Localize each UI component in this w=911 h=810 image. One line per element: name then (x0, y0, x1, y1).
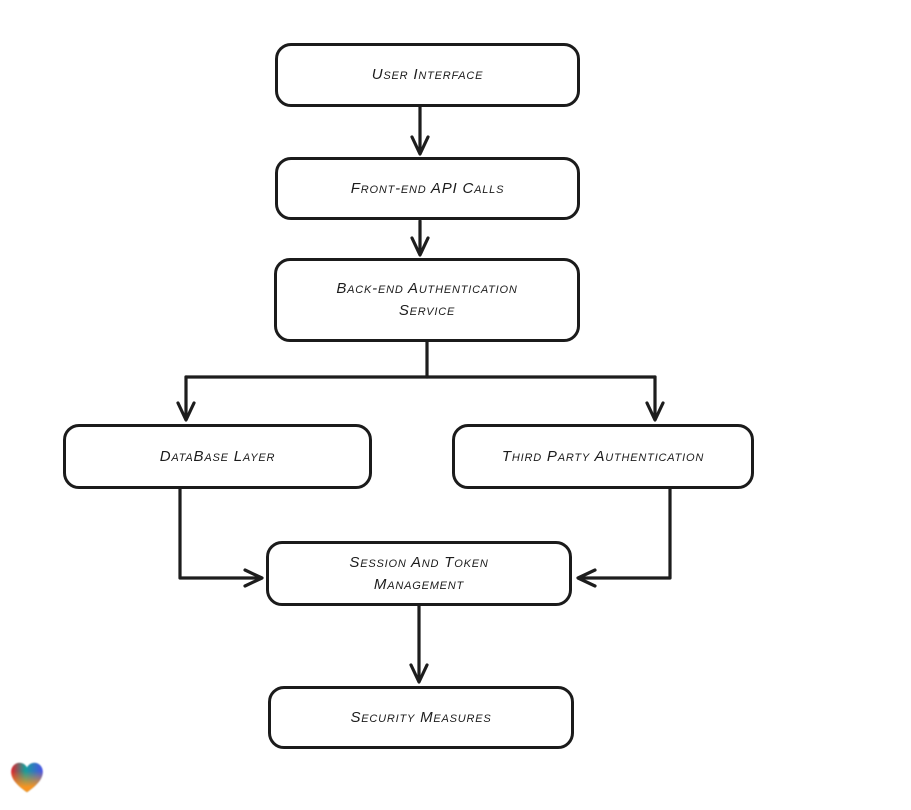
node-third-party-auth: Third Party Authentication (452, 424, 754, 489)
node-front-end-api-calls-label: Front-end API Calls (350, 179, 505, 197)
edge-front-end-api-calls-to-back-end-auth-service (410, 219, 430, 257)
node-session-token-mgmt-label: Session And Token Management (349, 553, 489, 593)
node-session-token-mgmt: Session And Token Management (266, 541, 572, 606)
node-back-end-auth-service: Back-end Authentication Service (274, 258, 580, 342)
node-security-measures-label: Security Measures (350, 708, 492, 726)
edge-session-token-mgmt-to-security-measures (409, 604, 429, 684)
edge-database-layer-to-session-token-mgmt (178, 487, 264, 588)
node-back-end-auth-service-label: Back-end Authentication Service (336, 280, 518, 319)
edge-third-party-auth-to-session-token-mgmt (576, 486, 672, 588)
node-front-end-api-calls: Front-end API Calls (275, 157, 580, 220)
edge-user-interface-to-front-end-api-calls (410, 105, 430, 156)
node-security-measures: Security Measures (268, 686, 574, 749)
node-user-interface-label: User Interface (371, 66, 484, 83)
node-third-party-auth-label: Third Party Authentication (501, 447, 705, 465)
node-database-layer: DataBase Layer (63, 424, 372, 489)
node-database-layer-label: DataBase Layer (159, 447, 276, 465)
node-user-interface: User Interface (275, 43, 580, 107)
gradient-heart-logo[interactable] (8, 759, 46, 796)
edge-back-end-auth-service-branch (176, 340, 665, 422)
